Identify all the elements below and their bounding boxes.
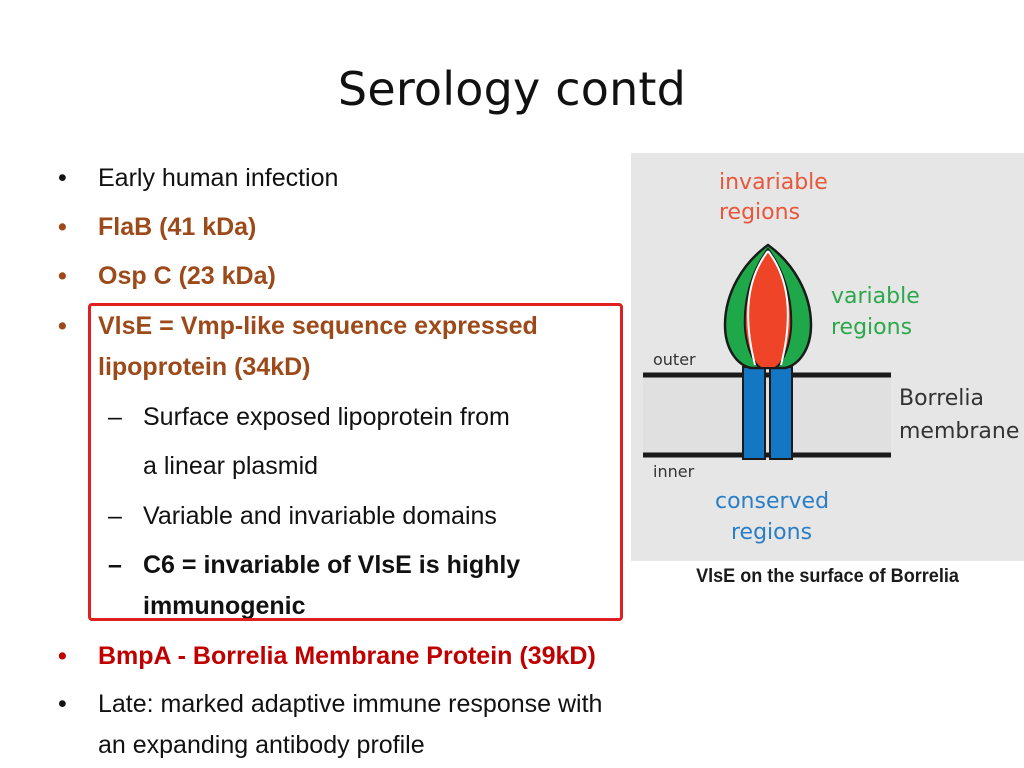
conserved-stalk-left [742,366,766,460]
highlight-box [88,303,623,621]
invariable-region-shape [743,247,793,369]
subbullet-marker: – [108,551,122,579]
bulb-highlight-left [747,250,769,366]
bullet-text-line1: Late: marked adaptive immune response wi… [98,690,603,718]
variable-label-line2: regions [831,315,912,340]
subbullet-marker: – [108,502,122,530]
bulb-highlight-right [767,250,789,366]
subbullet-marker: – [108,403,122,431]
vlse-figure: invariable regions variable regions oute… [631,153,1024,561]
inner-label: inner [653,462,695,481]
vlse-diagram: invariable regions variable regions oute… [643,170,1019,545]
subbullet-text-line1: Surface exposed lipoprotein from [143,403,510,431]
bullet-text-line2: an expanding antibody profile [98,731,425,759]
membrane-label-line1: Borrelia [899,386,984,411]
conserved-label-line2: regions [731,520,812,545]
membrane-label-line2: membrane [899,419,1019,444]
outer-label: outer [653,350,696,369]
bullet-marker: • [58,690,67,718]
bullet-text: BmpA - Borrelia Membrane Protein (39kD) [98,642,596,670]
bullet-marker: • [58,164,67,192]
bullet-text-line1: VlsE = Vmp-like sequence expressed [98,312,538,340]
bullet-marker: • [58,262,67,290]
membrane-band [643,375,891,455]
invariable-label-line2: regions [719,200,800,225]
bullet-text-line2: lipoprotein (34kD) [98,353,311,381]
bullet-text: FlaB (41 kDa) [98,213,257,241]
bullet-marker: • [58,312,67,340]
conserved-label-line1: conserved [715,489,829,514]
subbullet-text-line1: C6 = invariable of VlsE is highly [143,551,521,579]
subbullet-text-line2: immunogenic [143,592,306,620]
variable-label-line1: variable [831,284,920,309]
figure-caption: VlsE on the surface of Borrelia [696,566,959,587]
bullet-marker: • [58,213,67,241]
subbullet-text: Variable and invariable domains [143,502,497,530]
bullet-text: Early human infection [98,164,339,192]
invariable-label-line1: invariable [719,170,828,195]
subbullet-text-line2: a linear plasmid [143,452,319,480]
conserved-stalk-right [769,366,793,460]
bullet-text: Osp C (23 kDa) [98,262,276,290]
bullet-marker: • [58,642,67,670]
slide-title: Serology contd [337,62,687,116]
